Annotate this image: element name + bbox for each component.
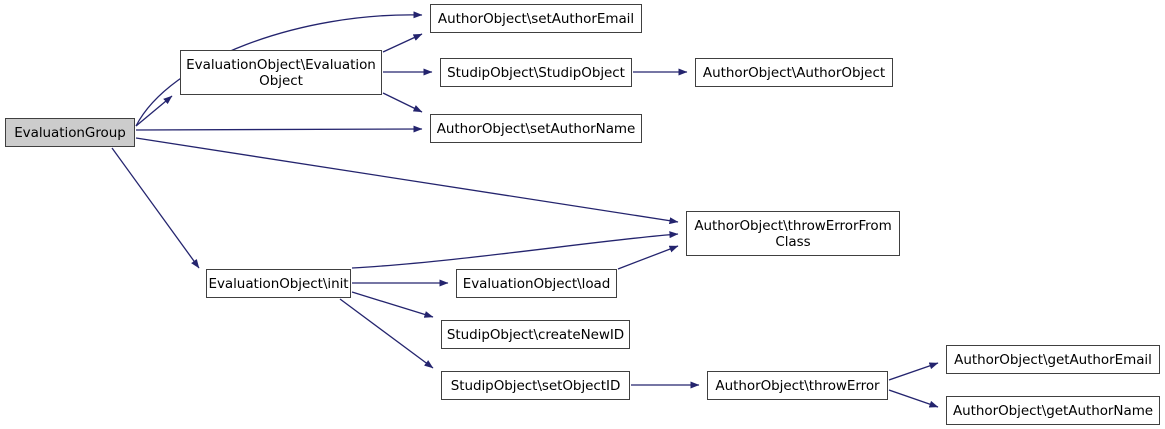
graph-node-label: StudipObject\StudipObject: [447, 64, 625, 81]
graph-edge: [351, 231, 679, 269]
graph-node-authorobject-setauthoremail[interactable]: AuthorObject\setAuthorEmail: [430, 4, 642, 33]
graph-node-label: EvaluationObject\Evaluation Object: [186, 56, 376, 89]
graph-node-label: AuthorObject\setAuthorEmail: [437, 10, 635, 27]
graph-node-studipobject-setobjectid[interactable]: StudipObject\setObjectID: [441, 371, 630, 400]
graph-node-evaluationobject-init[interactable]: EvaluationObject\init: [206, 269, 351, 298]
graph-node-evaluationobject-evaluationobject[interactable]: EvaluationObject\Evaluation Object: [180, 50, 382, 95]
graph-node-label: AuthorObject\throwErrorFrom Class: [694, 217, 892, 250]
graph-edge: [888, 389, 939, 408]
graph-node-evaluationgroup[interactable]: EvaluationGroup: [5, 118, 135, 147]
graph-edge: [382, 92, 423, 113]
graph-node-studipobject-studipobject[interactable]: StudipObject\StudipObject: [440, 58, 632, 87]
graph-node-authorobject-setauthorname[interactable]: AuthorObject\setAuthorName: [430, 114, 642, 143]
graph-node-authorobject-throwerrorfromclass[interactable]: AuthorObject\throwErrorFrom Class: [686, 211, 900, 256]
graph-node-studipobject-createnewid[interactable]: StudipObject\createNewID: [441, 320, 630, 349]
graph-node-label: AuthorObject\setAuthorName: [436, 120, 636, 137]
graph-node-label: AuthorObject\getAuthorName: [952, 402, 1154, 419]
graph-node-authorobject-authorobject[interactable]: AuthorObject\AuthorObject: [695, 58, 893, 87]
graph-node-label: AuthorObject\AuthorObject: [702, 64, 886, 81]
graph-node-label: AuthorObject\throwError: [715, 377, 880, 394]
graph-edge: [339, 298, 434, 369]
graph-edge: [617, 245, 679, 270]
graph-node-authorobject-getauthorname[interactable]: AuthorObject\getAuthorName: [946, 396, 1160, 425]
graph-node-label: EvaluationObject\load: [462, 275, 611, 292]
graph-edge: [888, 362, 939, 381]
graph-edge: [382, 33, 423, 53]
graph-node-label: StudipObject\createNewID: [446, 326, 625, 343]
graph-edge: [351, 291, 434, 318]
graph-node-label: StudipObject\setObjectID: [450, 377, 621, 394]
graph-edge: [111, 147, 200, 269]
graph-edge: [135, 95, 173, 127]
graph-node-label: EvaluationObject\init: [208, 275, 349, 292]
graph-node-label: AuthorObject\getAuthorEmail: [954, 351, 1152, 368]
graph-node-authorobject-throwerror[interactable]: AuthorObject\throwError: [707, 371, 888, 400]
graph-node-authorobject-getauthoremail[interactable]: AuthorObject\getAuthorEmail: [946, 345, 1160, 374]
graph-edge: [135, 125, 423, 133]
graph-edge: [135, 137, 679, 225]
graph-node-evaluationobject-load[interactable]: EvaluationObject\load: [456, 269, 617, 298]
graph-node-label: EvaluationGroup: [14, 124, 126, 141]
